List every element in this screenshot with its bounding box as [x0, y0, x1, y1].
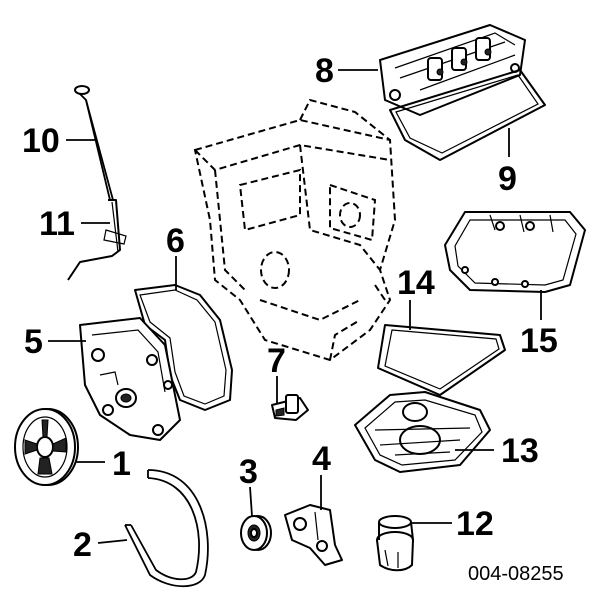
valve-cover-part [379, 24, 526, 116]
oil-pan-gasket-part [377, 324, 506, 396]
callout-2: 2 [73, 526, 92, 564]
tensioner-bracket-part [284, 504, 343, 566]
callout-labels: 1 2 3 4 5 6 7 8 9 10 11 12 13 14 15 [22, 52, 558, 564]
callout-14: 14 [397, 264, 435, 302]
callout-8: 8 [315, 52, 334, 90]
idler-pulley-part [240, 515, 272, 551]
valve-cover-gasket-part [389, 69, 546, 161]
callout-1: 1 [112, 445, 131, 483]
oil-pump-pickup-part [354, 391, 491, 473]
callout-7: 7 [267, 342, 286, 380]
callout-9: 9 [498, 160, 517, 198]
callout-3: 3 [239, 453, 258, 491]
dipstick-part [74, 85, 114, 201]
leader-lines [48, 69, 542, 544]
callout-11: 11 [39, 205, 75, 243]
callout-15: 15 [520, 322, 558, 360]
dipstick-tube-part [67, 199, 127, 281]
oil-filter-part [376, 515, 414, 572]
crankshaft-damper-part [14, 408, 79, 486]
drive-belt-part [124, 469, 209, 588]
engine-block-outline [193, 98, 397, 362]
sensor-part [271, 394, 309, 421]
callout-6: 6 [166, 222, 185, 260]
timing-cover-part [79, 317, 181, 441]
callout-5: 5 [24, 323, 43, 361]
figure-id: 004-08255 [468, 563, 564, 585]
callout-4: 4 [312, 440, 331, 478]
oil-pan-part [444, 211, 586, 293]
timing-cover-gasket-part [134, 284, 233, 411]
callout-10: 10 [22, 122, 60, 160]
callout-12: 12 [456, 505, 494, 543]
callout-13: 13 [501, 432, 539, 470]
